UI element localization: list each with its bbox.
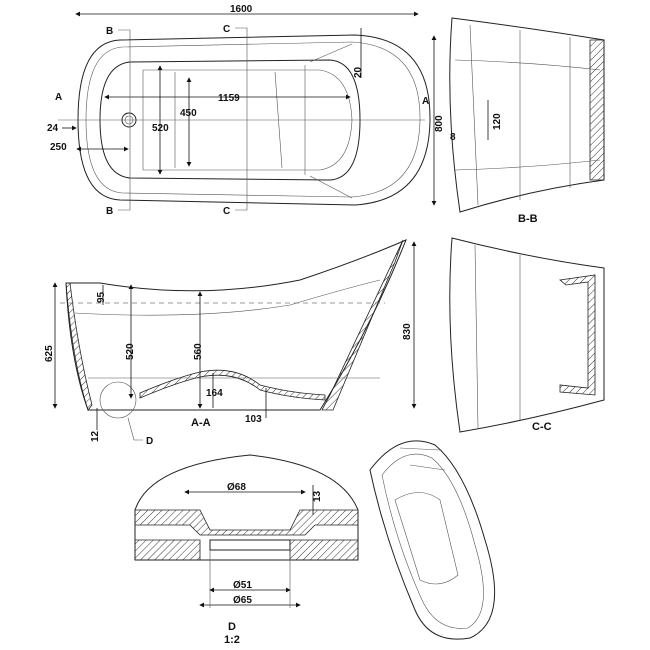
- section-b-b-title: B-B: [518, 213, 538, 225]
- detail-d: Ø68 13 Ø51 Ø65 D 1:2: [134, 454, 359, 646]
- dim-450: 450: [180, 108, 197, 119]
- detail-d-scale: 1:2: [224, 634, 240, 646]
- dim-width: 800: [434, 115, 445, 132]
- dim-8: 8: [450, 132, 456, 143]
- section-marker-b-bottom: B: [106, 206, 113, 217]
- section-marker-c-top: C: [223, 24, 230, 35]
- section-c-c-title: C-C: [532, 421, 552, 433]
- dim-dia-51: Ø51: [233, 580, 252, 591]
- dim-rim: 20: [353, 66, 364, 78]
- detail-d-ref: D: [146, 436, 153, 447]
- dim-dia-68: Ø68: [227, 482, 246, 493]
- dim-250: 250: [50, 142, 67, 153]
- dim-length: 1600: [230, 4, 253, 15]
- section-c-c: C-C: [449, 237, 605, 433]
- section-a-a: 830 625 95 520 560 164 103 12 D A-A: [44, 239, 417, 447]
- dim-dia-65: Ø65: [233, 595, 252, 606]
- top-view: 1600 800 1159 450 520 20 24 250 A A B B …: [47, 4, 445, 217]
- section-marker-b-top: B: [106, 26, 113, 37]
- dim-24: 24: [47, 123, 59, 134]
- section-marker-c-bottom: C: [223, 206, 230, 217]
- dim-625: 625: [44, 345, 55, 362]
- section-marker-a-left: A: [55, 92, 62, 103]
- dim-inner-length: 1159: [218, 93, 240, 104]
- dim-13: 13: [312, 490, 323, 502]
- dim-520-depth: 520: [125, 343, 136, 360]
- dim-12: 12: [90, 430, 101, 442]
- dim-830: 830: [402, 323, 413, 340]
- isometric-view: [369, 440, 496, 640]
- section-a-a-title: A-A: [191, 417, 211, 429]
- dim-120: 120: [492, 113, 503, 130]
- dim-560: 560: [193, 343, 204, 360]
- section-marker-a-right: A: [422, 96, 429, 107]
- detail-d-title: D: [228, 621, 236, 633]
- dim-103: 103: [245, 414, 262, 425]
- dim-164: 164: [206, 388, 223, 399]
- dim-520: 520: [152, 123, 169, 134]
- dim-95: 95: [96, 291, 107, 303]
- section-b-b: 120 8 B-B: [449, 17, 605, 225]
